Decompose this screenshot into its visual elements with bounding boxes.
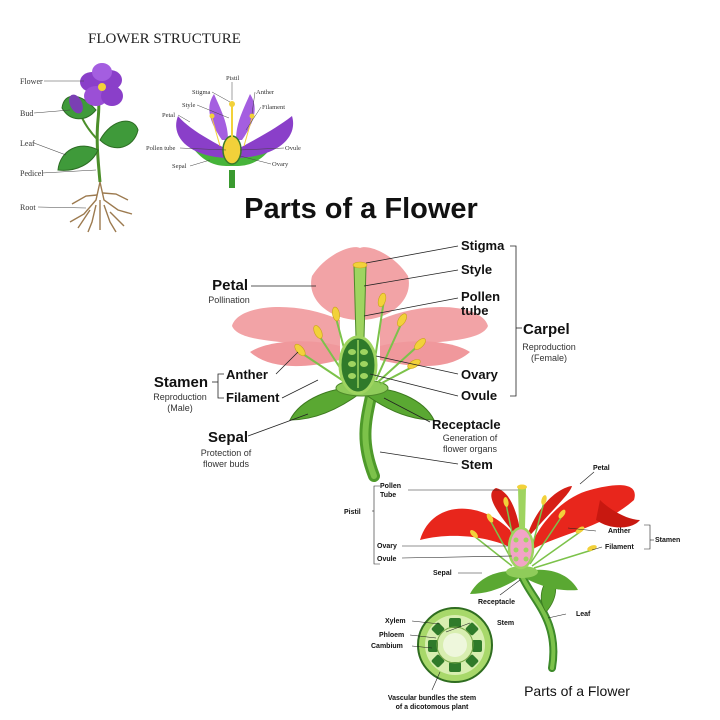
br-label-ovary: Ovary bbox=[377, 543, 397, 550]
label-pollen-tube-2: tube bbox=[461, 303, 488, 318]
label-receptacle-sub-1: Generation of bbox=[443, 433, 498, 443]
br-label-cambium: Cambium bbox=[371, 643, 403, 650]
br-label-sepal: Sepal bbox=[433, 570, 452, 577]
label-ovule: Ovule bbox=[461, 388, 497, 403]
br-label-xylem: Xylem bbox=[385, 618, 406, 625]
br-label-petal: Petal bbox=[593, 465, 610, 472]
label-petal: Petal bbox=[212, 277, 248, 294]
label-sepal-sub-1: Protection of bbox=[201, 448, 252, 458]
br-label-stamen: Stamen bbox=[655, 537, 680, 544]
label-carpel-sub-1: Reproduction bbox=[522, 342, 576, 352]
tl-label-sepal: Sepal bbox=[172, 163, 187, 170]
br-label-leaf: Leaf bbox=[576, 611, 591, 618]
tl-label-pistil: Pistil bbox=[226, 75, 240, 82]
label-sepal-sub-2: flower buds bbox=[203, 459, 250, 469]
red-flower-illustration bbox=[420, 484, 640, 672]
br-label-ovule: Ovule bbox=[377, 556, 397, 563]
label-receptacle: Receptacle bbox=[432, 417, 501, 432]
tl-label-pollen-tube: Pollen tube bbox=[146, 145, 176, 152]
br-label-vascular-1: Vascular bundles the stem bbox=[388, 695, 476, 702]
purple-flower-labels: Pistil Stigma Style Petal Anther Filamen… bbox=[146, 75, 301, 170]
tl-label-stigma: Stigma bbox=[192, 89, 211, 96]
flower-structure-panel: FLOWER STRUCTURE bbox=[20, 31, 301, 233]
br-label-anther: Anther bbox=[608, 528, 631, 535]
label-receptacle-sub-2: flower organs bbox=[443, 444, 498, 454]
plant-illustration bbox=[57, 63, 139, 233]
bottom-right-labels: Petal Pollen Tube Pistil Anther Filament… bbox=[344, 465, 680, 711]
label-filament: Filament bbox=[226, 390, 280, 405]
plant-label-bud: Bud bbox=[20, 109, 33, 118]
tl-label-anther: Anther bbox=[256, 89, 275, 96]
label-anther: Anther bbox=[226, 367, 268, 382]
bottom-right-leader-lines bbox=[372, 471, 654, 691]
br-label-pollen-tube-1: Pollen bbox=[380, 483, 401, 490]
bottom-right-title: Parts of a Flower bbox=[524, 683, 630, 699]
stem-cross-section bbox=[417, 607, 493, 683]
label-carpel: Carpel bbox=[523, 321, 570, 338]
br-label-stem: Stem bbox=[497, 620, 514, 627]
br-label-pollen-tube-2: Tube bbox=[380, 492, 396, 499]
label-stamen: Stamen bbox=[154, 374, 208, 391]
tl-label-ovule: Ovule bbox=[285, 145, 301, 152]
plant-label-pedicel: Pedicel bbox=[20, 169, 44, 178]
label-pollen-tube-1: Pollen bbox=[461, 289, 500, 304]
main-title: Parts of a Flower bbox=[244, 193, 478, 225]
plant-label-leaf: Leaf bbox=[20, 139, 35, 148]
tl-label-petal: Petal bbox=[162, 112, 175, 119]
br-label-filament: Filament bbox=[605, 544, 634, 551]
flower-structure-title: FLOWER STRUCTURE bbox=[88, 31, 241, 47]
main-labels: Stigma Style Pollen tube Carpel Reproduc… bbox=[153, 238, 576, 472]
label-stem: Stem bbox=[461, 457, 493, 472]
main-leader-lines bbox=[212, 245, 522, 465]
label-stamen-sub-2: (Male) bbox=[167, 403, 193, 413]
br-label-vascular-2: of a dicotomous plant bbox=[396, 704, 469, 711]
br-label-pistil: Pistil bbox=[344, 509, 361, 516]
plant-label-root: Root bbox=[20, 203, 36, 212]
label-ovary: Ovary bbox=[461, 367, 499, 382]
tl-label-style: Style bbox=[182, 102, 195, 109]
tl-label-ovary: Ovary bbox=[272, 161, 289, 168]
main-flower-illustration bbox=[232, 247, 488, 482]
label-stamen-sub-1: Reproduction bbox=[153, 392, 207, 402]
label-sepal: Sepal bbox=[208, 429, 248, 446]
label-carpel-sub-2: (Female) bbox=[531, 353, 567, 363]
plant-labels: Flower Bud Leaf Pedicel Root bbox=[20, 77, 97, 212]
label-stigma: Stigma bbox=[461, 238, 505, 253]
br-label-receptacle: Receptacle bbox=[478, 599, 515, 606]
label-petal-sub: Pollination bbox=[208, 295, 250, 305]
label-style: Style bbox=[461, 262, 492, 277]
tl-label-filament: Filament bbox=[262, 104, 285, 111]
br-label-phloem: Phloem bbox=[379, 632, 404, 639]
plant-label-flower: Flower bbox=[20, 77, 43, 86]
